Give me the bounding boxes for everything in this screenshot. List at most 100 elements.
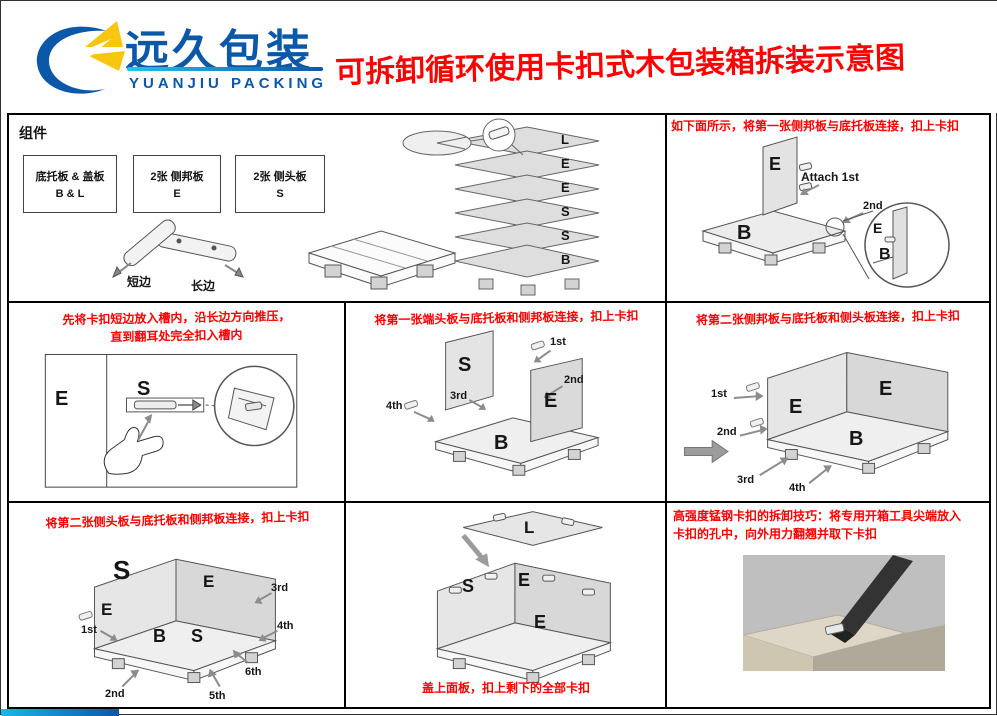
panel-step3: 将第一张端头板与底托板和侧邦板连接，扣上卡扣 bbox=[346, 303, 667, 503]
brand-name-en: YUANJIU PACKING bbox=[129, 75, 328, 92]
component-box-end: 2张 侧头板 S bbox=[235, 155, 325, 213]
step4-diagram bbox=[683, 351, 950, 484]
hand-icon bbox=[103, 413, 164, 475]
step1-instruction: 如下面所示，将第一张侧邦板与底托板连接，扣上卡扣 bbox=[671, 119, 960, 133]
order-label-2nd: 2nd bbox=[105, 688, 125, 700]
buckle-long-side-label: 长边 bbox=[191, 279, 216, 293]
buckle-short-side-label: 短边 bbox=[127, 275, 152, 289]
box-walls-icon bbox=[765, 351, 950, 474]
plate-letter-s: S bbox=[458, 354, 472, 376]
component-box-base-lid: 底托板 & 盖板 B & L bbox=[23, 155, 117, 213]
order-label-1st: 1st bbox=[81, 624, 97, 636]
plate-letter-b: B bbox=[737, 222, 752, 244]
brand-underline-bar bbox=[127, 67, 323, 71]
removal-tool-photo bbox=[743, 555, 945, 671]
zoom-letter-b: B bbox=[879, 246, 891, 263]
zoom-circle-icon bbox=[825, 202, 950, 288]
diagram-board: 组件 底托板 & 盖板 B & L 2张 侧邦板 E 2张 侧头板 S bbox=[7, 113, 991, 709]
stack-letter: S bbox=[561, 228, 570, 243]
order-label-4th: 4th bbox=[386, 400, 403, 412]
plate-letter-s: S bbox=[191, 626, 204, 646]
step3-diagram bbox=[404, 330, 600, 476]
zoom-letter-e: E bbox=[873, 220, 883, 236]
plate-letter-s: S bbox=[137, 378, 151, 400]
plate-letter-s: S bbox=[462, 576, 475, 596]
order-label-2nd: 2nd bbox=[863, 200, 883, 212]
page-title: 可拆卸循环使用卡扣式木包装箱拆装示意图 bbox=[334, 41, 906, 90]
plate-letter-e: E bbox=[203, 572, 215, 591]
plate-letter-e: E bbox=[55, 388, 69, 410]
step7-instruction-line2: 卡扣的孔中，向外用力翻翘并取下卡扣 bbox=[673, 527, 878, 541]
panel-step4: 将第二张侧邦板与底托板和侧头板连接，扣上卡扣 bbox=[667, 303, 989, 503]
component-code: S bbox=[276, 188, 284, 200]
component-label: 2张 侧头板 bbox=[253, 171, 307, 183]
stack-letter: S bbox=[561, 204, 570, 219]
footer-accent-bar bbox=[1, 709, 119, 716]
component-code: B & L bbox=[55, 188, 85, 200]
attach-first-label: Attach 1st bbox=[801, 170, 860, 184]
plate-letter-e: E bbox=[101, 600, 113, 619]
removal-tool-photo-art bbox=[743, 555, 945, 671]
push-arrow-icon bbox=[683, 439, 729, 464]
step6-instruction: 盖上面板，扣上剩下的全部卡扣 bbox=[421, 681, 590, 695]
component-code: E bbox=[173, 188, 181, 200]
side-board-icon bbox=[762, 136, 813, 216]
plate-letter-b: B bbox=[849, 428, 864, 450]
order-label-5th: 5th bbox=[209, 690, 226, 702]
buckle-zoom-callout-icon bbox=[402, 118, 524, 156]
plate-letter-e: E bbox=[879, 378, 893, 400]
plate-letter-s: S bbox=[113, 555, 131, 585]
exploded-stack-icon bbox=[454, 126, 600, 296]
stack-letter: L bbox=[561, 132, 569, 147]
plate-letter-b: B bbox=[153, 626, 166, 646]
buckle-arrows-icon bbox=[404, 340, 563, 422]
box-walls-icon bbox=[92, 558, 278, 684]
panel-components: 组件 底托板 & 盖板 B & L 2张 侧邦板 E 2张 侧头板 S bbox=[9, 115, 667, 303]
step7-instruction-line1: 高强度锰钢卡扣的拆卸技巧：将专用开箱工具尖端放入 bbox=[673, 509, 962, 523]
plate-letter-e: E bbox=[534, 612, 547, 632]
step6-diagram bbox=[435, 511, 613, 684]
box-walls-icon bbox=[435, 562, 613, 684]
step2-diagram bbox=[44, 353, 298, 488]
step5-diagram bbox=[78, 558, 278, 688]
order-label-3rd: 3rd bbox=[450, 390, 468, 402]
order-label-4th: 4th bbox=[277, 620, 294, 632]
components-diagram bbox=[112, 118, 600, 296]
order-label-1st: 1st bbox=[550, 336, 566, 348]
order-label-6th: 6th bbox=[245, 666, 262, 678]
lid-board-icon bbox=[463, 511, 603, 546]
component-label: 2张 侧邦板 bbox=[150, 171, 204, 183]
panel-step7: 高强度锰钢卡扣的拆卸技巧：将专用开箱工具尖端放入 卡扣的孔中，向外用力翻翘并取下… bbox=[667, 503, 989, 707]
panel-step5: 将第二张侧头板与底托板和侧邦板连接，扣上卡扣 bbox=[9, 503, 346, 707]
plate-letter-l: L bbox=[524, 518, 535, 537]
pallet-icon bbox=[307, 230, 457, 290]
side-board-icon bbox=[530, 357, 583, 443]
stack-letter: B bbox=[561, 252, 571, 267]
components-heading: 组件 bbox=[19, 125, 47, 141]
plate-letter-b: B bbox=[494, 432, 509, 454]
base-board-icon bbox=[701, 210, 847, 266]
end-board-icon bbox=[445, 330, 494, 411]
yuanjiu-logo-icon bbox=[36, 21, 125, 94]
buckle-arrows-icon bbox=[78, 592, 278, 688]
plate-letter-e: E bbox=[518, 570, 531, 590]
panel-step2: 先将卡扣短边放入槽内，沿长边方向推压， 直到翻耳处完全扣入槽内 bbox=[9, 303, 346, 503]
zoom-circle-icon bbox=[205, 365, 295, 447]
plate-letter-e: E bbox=[544, 390, 558, 412]
place-lid-arrow-icon bbox=[461, 533, 490, 568]
order-label-4th: 4th bbox=[789, 482, 806, 494]
plate-letter-e: E bbox=[769, 154, 782, 174]
stack-letter: E bbox=[561, 156, 570, 171]
order-label-1st: 1st bbox=[711, 388, 727, 400]
panel-step6: L S E E 盖上面板，扣上剩下的全部卡扣 bbox=[346, 503, 667, 707]
order-label-3rd: 3rd bbox=[737, 474, 755, 486]
buckle-arrows-icon bbox=[733, 382, 832, 484]
order-label-2nd: 2nd bbox=[717, 426, 737, 438]
buckle-clips-icon bbox=[112, 219, 244, 279]
order-label-3rd: 3rd bbox=[271, 582, 289, 594]
plate-letter-e: E bbox=[789, 396, 803, 418]
order-label-2nd: 2nd bbox=[564, 374, 584, 386]
component-label: 底托板 & 盖板 bbox=[35, 171, 105, 183]
header: 远久包装 YUANJIU PACKING 可拆卸循环使用卡扣式木包装箱拆装示意图 bbox=[1, 1, 997, 113]
